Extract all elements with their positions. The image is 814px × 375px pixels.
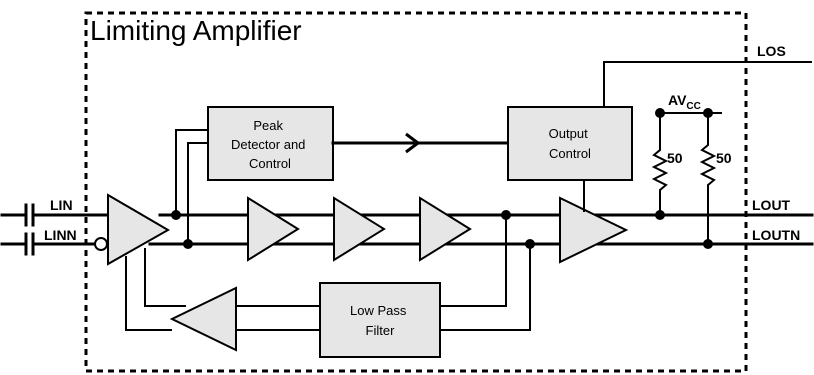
resistor-2 [699, 113, 717, 244]
diagram-title: Limiting Amplifier [90, 15, 302, 46]
peak-detector-label: Peak Detector and Control [231, 118, 309, 171]
low-pass-filter-label: Low Pass Filter [350, 303, 410, 338]
chip-boundary [84, 11, 748, 373]
resistor-2-label: 50 [716, 150, 732, 166]
pin-label-los: LOS [757, 43, 786, 59]
junction-dot [501, 210, 511, 220]
junction-dot [655, 210, 665, 220]
output-amplifier [559, 196, 629, 264]
gain-stage-1 [247, 196, 300, 262]
inverting-input-bubble [94, 237, 108, 251]
low-pass-filter-block [319, 282, 441, 358]
pin-label-lout: LOUT [752, 197, 791, 213]
pin-label-lin: LIN [50, 197, 73, 213]
pin-label-loutn: LOUTN [752, 227, 800, 243]
resistor-1-label: 50 [667, 150, 683, 166]
avcc-label: AVCC [668, 92, 701, 112]
resistor-1 [651, 113, 669, 215]
junction-dot [171, 210, 181, 220]
junction-dot [525, 239, 535, 249]
arrow-icon [405, 132, 421, 154]
feedback-amplifier [169, 286, 237, 352]
junction-dot [183, 239, 193, 249]
gain-stage-3 [419, 196, 472, 262]
junction-dot [703, 239, 713, 249]
input-amplifier [107, 193, 171, 266]
output-control-block [507, 106, 633, 181]
output-control-label: Output Control [549, 126, 592, 161]
gain-stage-2 [333, 196, 386, 262]
pin-label-linn: LINN [44, 227, 77, 243]
